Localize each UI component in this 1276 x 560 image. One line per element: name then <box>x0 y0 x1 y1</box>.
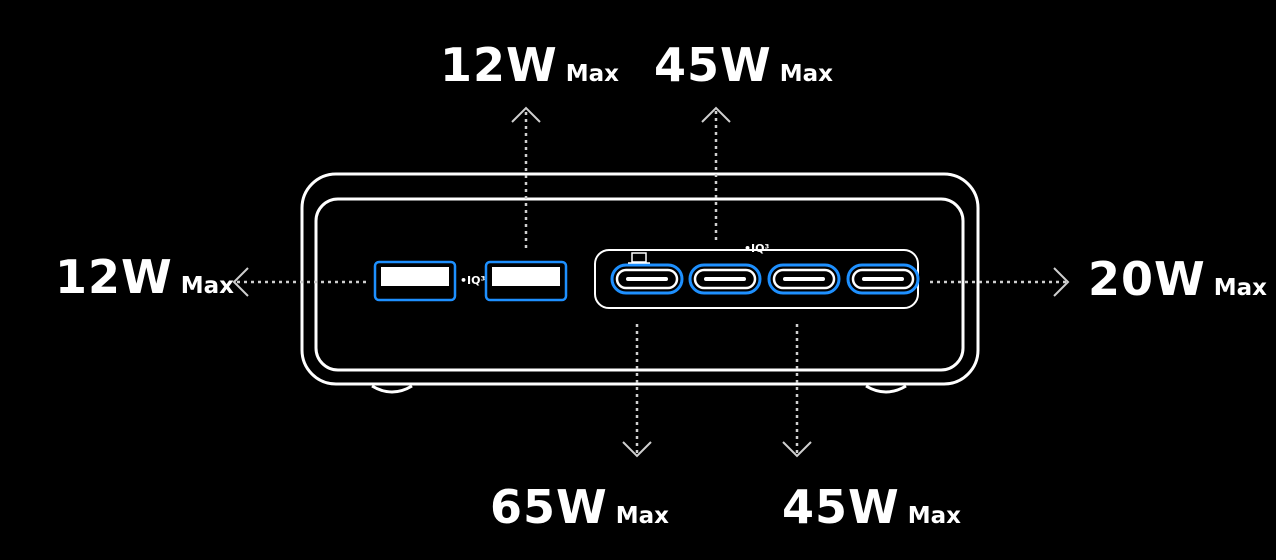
usb-c-port-2 <box>688 263 762 295</box>
label-usb-a-right-watt: 12W <box>440 38 558 92</box>
charger-face-inner <box>314 197 965 372</box>
label-usb-c2-watt: 45W <box>654 38 772 92</box>
usb-a-port-right <box>484 260 568 302</box>
arrow-down-icon <box>782 324 812 458</box>
label-usb-a-right-unit: Max <box>565 61 620 87</box>
label-usb-c3-watt: 45W <box>782 480 900 534</box>
label-usb-c3-unit: Max <box>907 503 962 529</box>
arrow-up-icon <box>701 106 731 240</box>
label-usb-c1-watt: 65W <box>490 480 608 534</box>
usb-a-port-right-tongue <box>492 267 560 286</box>
iq-badge-usb-a: •IQ³ <box>460 274 486 287</box>
arrow-down-icon <box>622 324 652 458</box>
label-usb-a-left-unit: Max <box>180 273 235 299</box>
arrow-up-icon <box>511 106 541 248</box>
usb-c-port-3 <box>767 263 841 295</box>
label-usb-c1-unit: Max <box>615 503 670 529</box>
arrow-left-icon <box>232 267 366 297</box>
label-usb-c2-unit: Max <box>779 61 834 87</box>
usb-a-port-left-tongue <box>381 267 449 286</box>
arrow-right-icon <box>930 267 1070 297</box>
usb-c-port-4 <box>846 263 920 295</box>
iq-badge-usb-c: •IQ³ <box>744 242 770 255</box>
right-foot <box>865 384 907 394</box>
usb-a-port-left <box>373 260 457 302</box>
label-usb-c4-unit: Max <box>1213 275 1268 301</box>
label-usb-a-left-watt: 12W <box>55 250 173 304</box>
usb-c-port-1 <box>610 263 684 295</box>
label-usb-c4-watt: 20W <box>1088 252 1206 306</box>
left-foot <box>371 384 413 394</box>
laptop-icon <box>628 252 650 264</box>
